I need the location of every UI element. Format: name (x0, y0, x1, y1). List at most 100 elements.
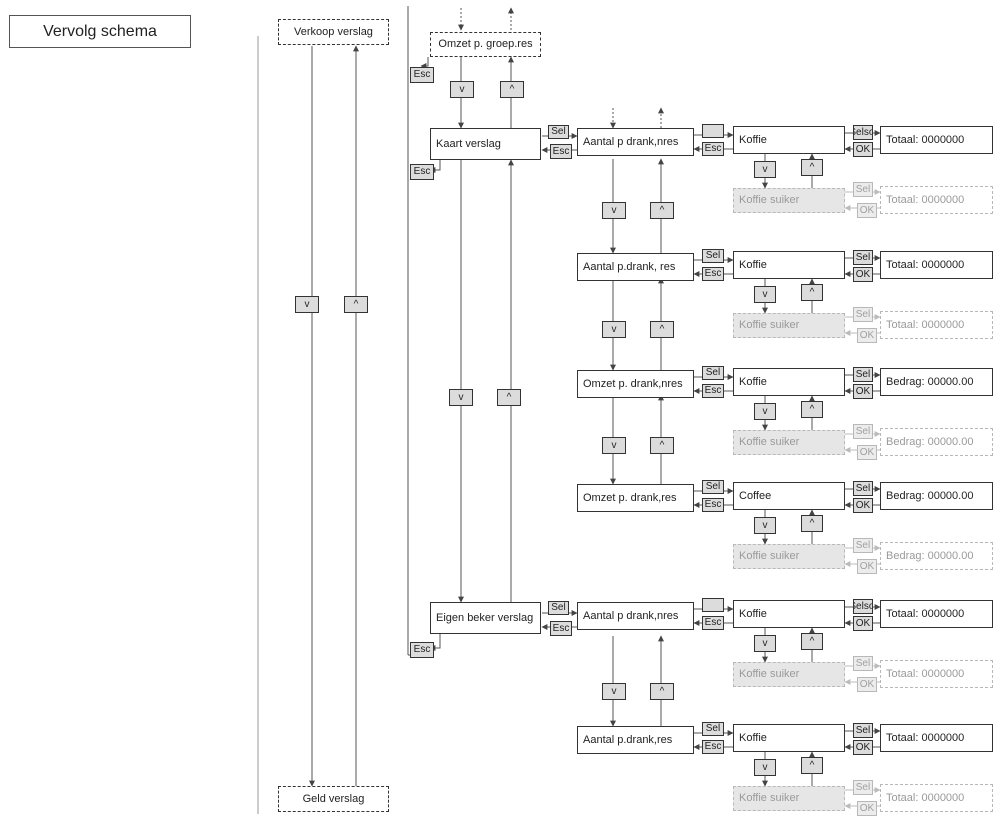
up-key[interactable]: ^ (801, 757, 823, 774)
down-key[interactable]: v (754, 517, 776, 534)
alt-value-box: Bedrag: 00000.00 (880, 428, 993, 456)
up-key[interactable]: ^ (801, 633, 823, 650)
eigen-beker-verslag-box[interactable]: Eigen beker verslag (430, 602, 541, 634)
alt-product-box[interactable]: Koffie suiker (733, 786, 845, 811)
down-key[interactable]: v (602, 683, 626, 700)
sel-key[interactable]: Sel (702, 366, 724, 380)
sel-key[interactable]: Sel (853, 538, 873, 553)
alt-product-box[interactable]: Koffie suiker (733, 544, 845, 569)
geld-verslag-box[interactable]: Geld verslag (278, 786, 389, 812)
sel-key[interactable]: Sel (853, 723, 873, 738)
sel-key[interactable]: Sel (548, 125, 569, 139)
esc-key[interactable]: Esc (702, 142, 724, 156)
alt-value-box: Totaal: 0000000 (880, 311, 993, 339)
alt-product-box[interactable]: Koffie suiker (733, 188, 845, 213)
sel-key[interactable]: Sel (702, 722, 724, 736)
alt-product-box[interactable]: Koffie suiker (733, 662, 845, 687)
product-box[interactable]: Koffie (733, 724, 845, 752)
sel-key[interactable]: Sel (853, 250, 873, 265)
down-key[interactable]: v (602, 321, 626, 338)
sel-key[interactable]: Sel (702, 249, 724, 263)
report-item-box[interactable]: Aantal p drank,nres (577, 602, 694, 630)
ok-key[interactable]: OK (857, 203, 877, 218)
down-key[interactable]: v (295, 296, 319, 313)
ok-key[interactable]: OK (857, 677, 877, 692)
alt-value-box: Totaal: 0000000 (880, 186, 993, 214)
up-key[interactable]: ^ (650, 437, 674, 454)
up-key[interactable]: ^ (650, 202, 674, 219)
report-item-box[interactable]: Aantal p drank,nres (577, 128, 694, 156)
ok-key[interactable]: OK (853, 740, 873, 755)
up-key[interactable]: ^ (650, 683, 674, 700)
down-key[interactable]: v (754, 286, 776, 303)
report-item-box[interactable]: Omzet p. drank,res (577, 484, 694, 512)
report-item-box[interactable]: Aantal p.drank, res (577, 253, 694, 281)
ok-key[interactable]: OK (857, 559, 877, 574)
down-key[interactable]: v (754, 635, 776, 652)
alt-product-box[interactable]: Koffie suiker (733, 313, 845, 338)
up-key[interactable]: ^ (801, 401, 823, 418)
kaart-verslag-box[interactable]: Kaart verslag (430, 128, 541, 160)
ok-key[interactable]: OK (857, 445, 877, 460)
down-key[interactable]: v (754, 161, 776, 178)
value-box: Totaal: 0000000 (880, 251, 993, 279)
esc-key[interactable]: Esc (702, 498, 724, 512)
down-key[interactable]: v (602, 437, 626, 454)
esc-key[interactable]: Esc (410, 67, 434, 83)
value-box: Totaal: 0000000 (880, 600, 993, 628)
sel-key[interactable]: Sel (853, 481, 873, 496)
down-key[interactable]: v (450, 81, 474, 98)
report-item-box[interactable]: Omzet p. drank,nres (577, 370, 694, 398)
omzet-groep-box[interactable]: Omzet p. groep.res (430, 32, 541, 57)
sel-key[interactable] (702, 598, 724, 612)
alt-value-box: Totaal: 0000000 (880, 660, 993, 688)
ok-key[interactable]: OK (853, 498, 873, 513)
sel-key[interactable]: Sel (702, 480, 724, 494)
sel-key[interactable]: Sel (853, 424, 873, 439)
esc-key[interactable]: Esc (702, 384, 724, 398)
product-box[interactable]: Koffie (733, 126, 845, 154)
esc-key[interactable]: Esc (550, 621, 572, 636)
esc-key[interactable]: Esc (410, 642, 434, 658)
page-title: Vervolg schema (9, 15, 191, 48)
ok-key[interactable]: OK (857, 328, 877, 343)
sel-key[interactable]: Selsol (853, 125, 873, 140)
sel-key[interactable]: Sel (853, 182, 873, 197)
ok-key[interactable]: OK (853, 616, 873, 631)
product-box[interactable]: Koffie (733, 600, 845, 628)
sel-key[interactable] (702, 124, 724, 138)
esc-key[interactable]: Esc (702, 267, 724, 281)
up-key[interactable]: ^ (500, 81, 524, 98)
esc-key[interactable]: Esc (702, 740, 724, 754)
sel-key[interactable]: Sel (853, 307, 873, 322)
down-key[interactable]: v (754, 759, 776, 776)
sel-key[interactable]: Sel (853, 367, 873, 382)
esc-key[interactable]: Esc (550, 144, 572, 159)
sel-key[interactable]: Selsol (853, 599, 873, 614)
up-key[interactable]: ^ (801, 515, 823, 532)
ok-key[interactable]: OK (853, 142, 873, 157)
value-box: Totaal: 0000000 (880, 126, 993, 154)
up-key[interactable]: ^ (344, 296, 368, 313)
down-key[interactable]: v (602, 202, 626, 219)
ok-key[interactable]: OK (853, 384, 873, 399)
report-item-box[interactable]: Aantal p.drank,res (577, 726, 694, 754)
esc-key[interactable]: Esc (702, 616, 724, 630)
sel-key[interactable]: Sel (548, 601, 569, 615)
down-key[interactable]: v (449, 389, 473, 406)
up-key[interactable]: ^ (650, 321, 674, 338)
ok-key[interactable]: OK (857, 801, 877, 816)
alt-product-box[interactable]: Koffie suiker (733, 430, 845, 455)
esc-key[interactable]: Esc (410, 164, 434, 180)
sel-key[interactable]: Sel (853, 780, 873, 795)
product-box[interactable]: Koffie (733, 251, 845, 279)
product-box[interactable]: Coffee (733, 482, 845, 510)
sel-key[interactable]: Sel (853, 656, 873, 671)
product-box[interactable]: Koffie (733, 368, 845, 396)
down-key[interactable]: v (754, 403, 776, 420)
up-key[interactable]: ^ (801, 159, 823, 176)
verkoop-verslag-box[interactable]: Verkoop verslag (278, 19, 389, 45)
up-key[interactable]: ^ (497, 389, 521, 406)
ok-key[interactable]: OK (853, 267, 873, 282)
up-key[interactable]: ^ (801, 284, 823, 301)
